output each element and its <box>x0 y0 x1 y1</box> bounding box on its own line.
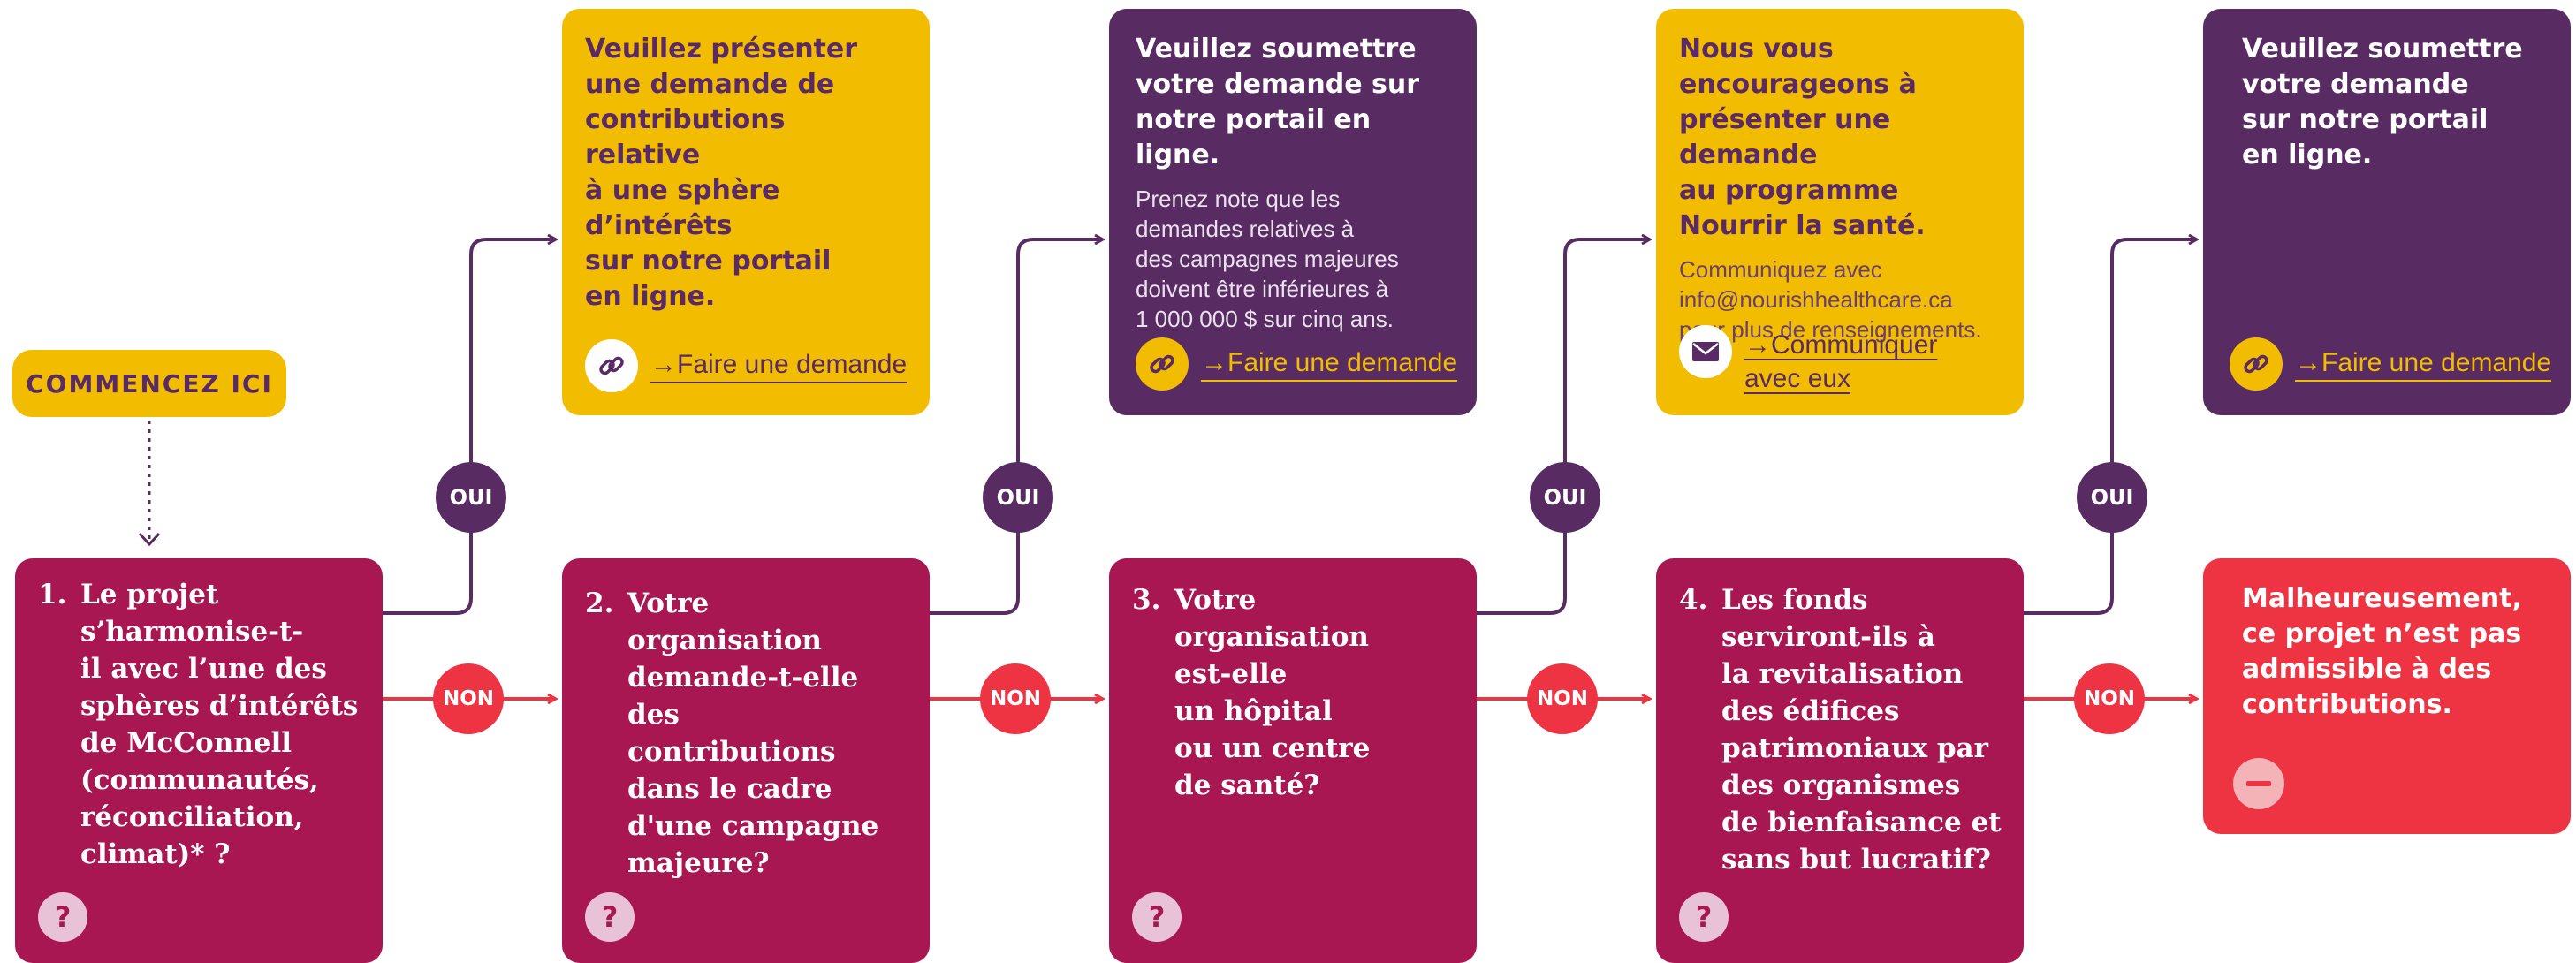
link-icon <box>585 339 638 392</box>
oui-badge-4: OUI <box>2077 462 2147 533</box>
contact-link-label[interactable]: →Communiquer avec eux <box>1744 330 1938 393</box>
help-icon[interactable]: ? <box>1132 892 1182 942</box>
question-label: Les fonds serviront-ils à la revitalisat… <box>1721 584 2002 876</box>
question-box-2: 2. Votre organisation demande-t-elle des… <box>562 558 930 963</box>
ineligible-box: Malheureusement, ce projet n’est pas adm… <box>2203 558 2571 834</box>
question-number: 2. <box>585 588 614 619</box>
help-icon[interactable]: ? <box>38 892 87 942</box>
oui-connector-1 <box>382 239 555 615</box>
start-label: COMMENCEZ ICI <box>12 350 286 417</box>
oui-badge-1: OUI <box>436 462 506 533</box>
question-number: 3. <box>1132 584 1161 616</box>
oui-connector-3 <box>1476 239 1649 615</box>
question-text: 1. Le projet s’harmonise-t- il avec l’un… <box>38 576 365 873</box>
apply-link[interactable]: →Faire une demande <box>1136 337 1458 391</box>
question-number: 1. <box>38 579 67 610</box>
non-badge-3: NON <box>1527 663 1598 734</box>
oui-badge-2: OUI <box>983 462 1053 533</box>
mail-icon <box>1679 325 1732 378</box>
non-badge-2: NON <box>980 663 1051 734</box>
question-number: 4. <box>1679 584 1708 616</box>
oui-connector-2 <box>929 239 1102 615</box>
outcome-box-2: Veuillez soumettre votre demande sur not… <box>1109 9 1477 415</box>
outcome-title: Veuillez présenter une demande de contri… <box>585 34 858 312</box>
non-badge-4: NON <box>2074 663 2145 734</box>
question-box-3: 3. Votre organisation est-elle un hôpita… <box>1109 558 1477 963</box>
question-label: Votre organisation est-elle un hôpital o… <box>1174 584 1371 801</box>
minus-icon <box>2233 758 2284 809</box>
apply-link-label[interactable]: →Faire une demande <box>2295 346 2552 382</box>
apply-link[interactable]: →Faire une demande <box>585 339 908 392</box>
link-icon <box>1136 337 1189 391</box>
outcome-title: Nous vous encourageons à présenter une d… <box>1679 34 1926 241</box>
question-text: 2. Votre organisation demande-t-elle des… <box>585 585 912 882</box>
non-badge-1: NON <box>433 663 504 734</box>
question-box-4: 4. Les fonds serviront-ils à la revitali… <box>1656 558 2024 963</box>
outcome-box-4: Veuillez soumettre votre demande sur not… <box>2203 9 2571 415</box>
question-text: 3. Votre organisation est-elle un hôpita… <box>1132 581 1459 804</box>
oui-badge-3: OUI <box>1530 462 1600 533</box>
question-label: Le projet s’harmonise-t- il avec l’une d… <box>80 579 359 870</box>
question-label: Votre organisation demande-t-elle des co… <box>627 588 879 879</box>
outcome-box-3: Nous vous encourageons à présenter une d… <box>1656 9 2024 415</box>
outcome-note: Prenez note que les demandes relatives à… <box>1136 186 1399 332</box>
apply-link-label[interactable]: →Faire une demande <box>650 348 908 383</box>
question-box-1: 1. Le projet s’harmonise-t- il avec l’un… <box>15 558 383 963</box>
apply-link[interactable]: →Faire une demande <box>2230 337 2552 391</box>
outcome-box-1: Veuillez présenter une demande de contri… <box>562 9 930 415</box>
oui-connector-4 <box>2023 239 2196 615</box>
ineligible-message: Malheureusement, ce projet n’est pas adm… <box>2242 583 2522 720</box>
apply-link-label[interactable]: →Faire une demande <box>1201 346 1458 382</box>
question-text: 4. Les fonds serviront-ils à la revitali… <box>1679 581 2006 878</box>
contact-link[interactable]: →Communiquer avec eux <box>1679 325 1937 396</box>
outcome-title: Veuillez soumettre votre demande sur not… <box>1136 34 1420 171</box>
link-icon <box>2230 337 2283 391</box>
help-icon[interactable]: ? <box>1679 892 1729 942</box>
help-icon[interactable]: ? <box>585 892 635 942</box>
outcome-title: Veuillez soumettre votre demande sur not… <box>2242 34 2523 171</box>
